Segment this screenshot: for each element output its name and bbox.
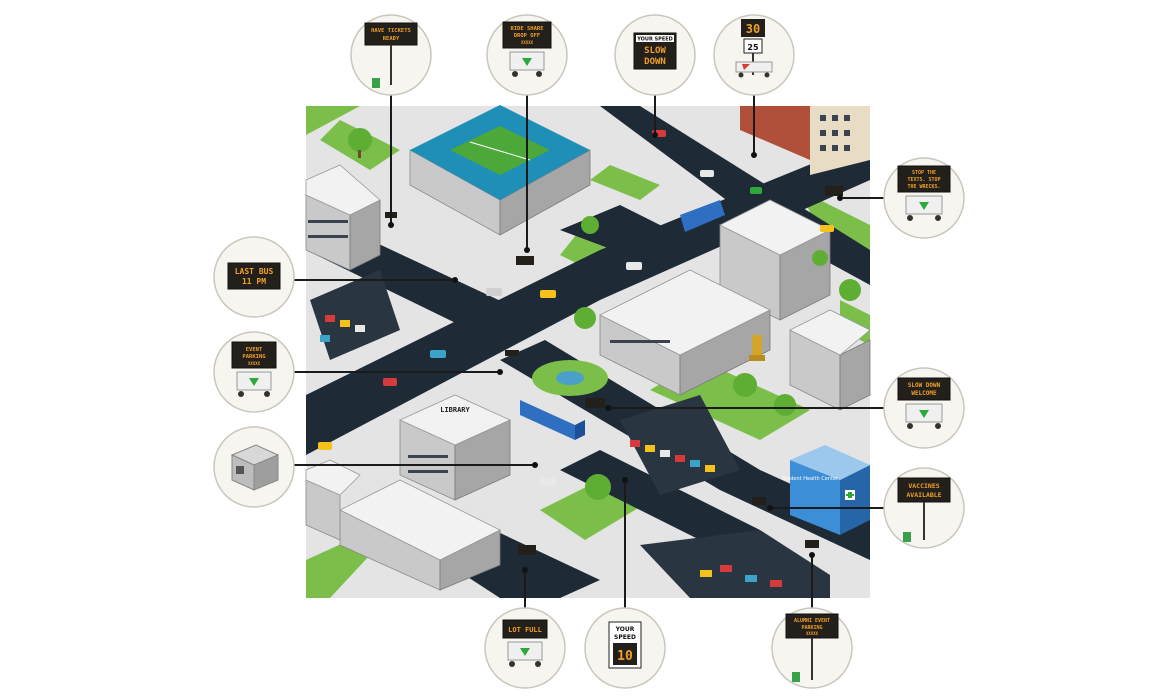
library-sign: LIBRARY — [440, 406, 470, 414]
battery-box-icon — [372, 78, 380, 88]
kiosk-screen-icon — [236, 466, 244, 474]
callout-line: LAST BUS — [235, 267, 274, 276]
callout-speed-limit[interactable]: 30 25 — [713, 14, 795, 96]
callout-line: PARKING — [242, 354, 266, 360]
battery-box-icon — [903, 532, 911, 542]
parking-road — [560, 450, 760, 550]
callout-your-speed-slow-down[interactable]: YOUR SPEED SLOW DOWN — [614, 14, 696, 96]
callout-line: VACCINES — [908, 482, 939, 490]
callout-line: TEXTS. STOP — [907, 177, 940, 183]
battery-box-icon — [792, 672, 800, 682]
academic-building — [599, 269, 771, 396]
parking-garage — [305, 164, 381, 271]
bus — [680, 200, 725, 232]
callout-line: EVENT — [246, 347, 263, 353]
callout-line: RIDE SHARE — [510, 26, 543, 32]
callout-line: PARKING — [801, 625, 822, 631]
speed-sign-header: YOUR — [615, 626, 635, 633]
callout-line: AVAILABLE — [906, 491, 941, 499]
speed-sign-header: YOUR SPEED — [636, 37, 673, 43]
callout-line: ALUMNI EVENT — [794, 618, 830, 624]
callout-ride-share[interactable]: RIDE SHARE DROP OFF XXXXX — [486, 14, 568, 96]
callout-line: WELCOME — [911, 390, 937, 397]
grass-patch — [590, 165, 660, 200]
callout-line: 11 PM — [242, 277, 266, 286]
library-building: LIBRARY — [399, 394, 511, 501]
callout-line: HAVE TICKETS — [371, 28, 411, 34]
health-center-sign: Student Health Center — [782, 476, 839, 482]
parking-lot-bottom — [640, 530, 830, 598]
grass-patch — [306, 540, 370, 598]
speed-limit-value: 25 — [747, 43, 759, 52]
callout-line: STOP THE — [912, 170, 936, 176]
campus-map: LIBRARY Student Health Center — [305, 105, 871, 598]
trees — [348, 128, 861, 500]
callout-line: XXXXX — [806, 631, 819, 636]
callout-line: XXXXX — [521, 40, 534, 45]
speed-readout: 30 — [746, 22, 760, 36]
dormitory-building — [339, 479, 501, 591]
main-road — [306, 140, 870, 455]
callout-last-bus[interactable]: LAST BUS 11 PM — [213, 236, 295, 318]
callout-your-speed-10[interactable]: YOUR SPEED 10 — [584, 607, 666, 689]
residential-tower — [740, 106, 870, 175]
stadium — [409, 105, 591, 236]
callout-event-parking[interactable]: EVENT PARKING XXXXX — [213, 331, 295, 413]
museum-building — [789, 309, 871, 411]
health-center: Student Health Center — [782, 445, 870, 535]
callout-vaccines[interactable]: VACCINES AVAILABLE — [883, 467, 965, 549]
bus — [520, 400, 585, 440]
callout-line: READY — [383, 36, 400, 42]
speed-readout: 10 — [617, 649, 633, 664]
parking-lot-left — [310, 270, 400, 360]
side-building-left — [305, 459, 361, 541]
trailer-icon — [735, 61, 773, 73]
callout-alumni-parking[interactable]: ALUMNI EVENT PARKING XXXXX — [771, 607, 853, 689]
callout-line: XXXXX — [248, 361, 261, 366]
callout-line: SLOW DOWN — [908, 382, 941, 389]
fountain — [556, 371, 584, 385]
callout-lot-full[interactable]: LOT FULL — [484, 607, 566, 689]
callout-line: SPEED — [614, 634, 636, 641]
callout-line: LOT FULL — [508, 626, 542, 634]
cars — [318, 130, 834, 587]
callout-stop-texts[interactable]: STOP THE TEXTS. STOP THE WRECKS. — [883, 157, 965, 239]
callout-have-tickets[interactable]: HAVE TICKETS READY — [350, 14, 432, 96]
callout-line: DOWN — [644, 57, 666, 67]
callout-line: THE WRECKS. — [907, 184, 940, 190]
callout-slow-down-welcome[interactable]: SLOW DOWN WELCOME — [883, 367, 965, 449]
grass-patch — [306, 106, 360, 135]
callout-line: SLOW — [644, 46, 666, 56]
callout-kiosk[interactable] — [213, 426, 295, 508]
statue — [749, 335, 765, 361]
leader-lines — [294, 94, 885, 610]
callout-line: DROP OFF — [514, 33, 541, 39]
